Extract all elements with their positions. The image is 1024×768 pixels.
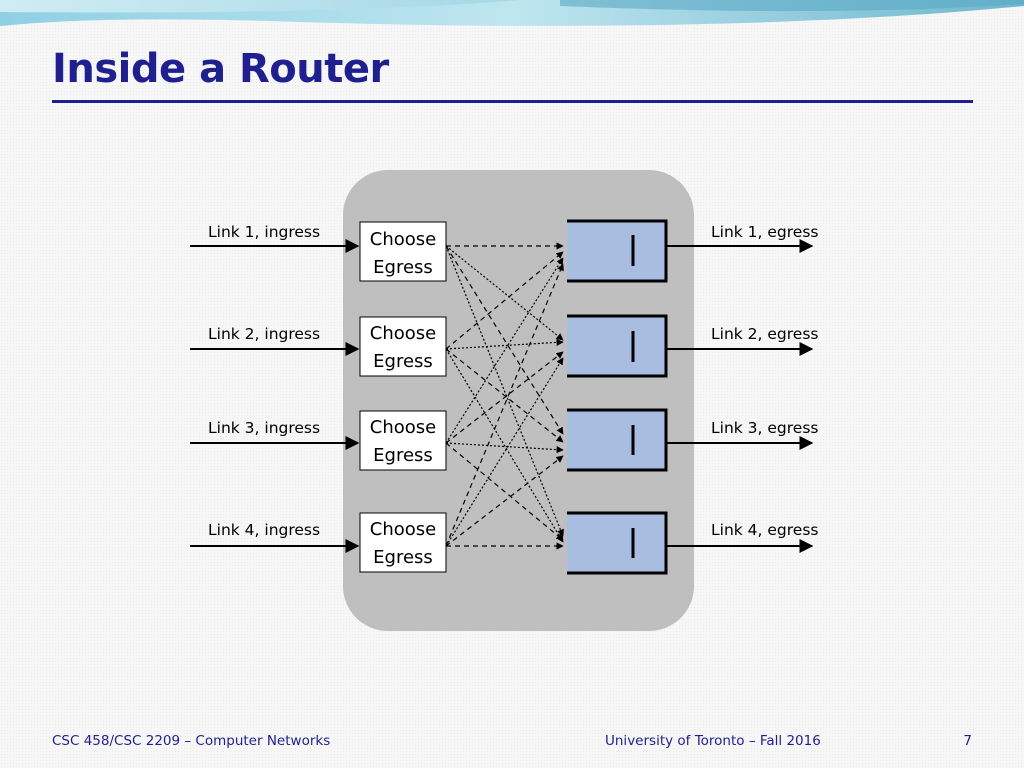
choose-egress-line1-4: Choose	[370, 519, 436, 540]
ingress-label-3: Link 3, ingress	[208, 419, 320, 437]
choose-egress-box-1	[359, 221, 447, 282]
footer-institution: University of Toronto – Fall 2016	[605, 733, 821, 749]
choose-egress-box-2	[359, 316, 447, 377]
port-row-4: Link 4, ingress Choose Egress Link 4, eg…	[190, 511, 818, 575]
output-queue-border-2	[567, 314, 668, 378]
choose-egress-box-4	[359, 512, 447, 573]
ingress-label-4: Link 4, ingress	[208, 521, 320, 539]
choose-egress-line2-1: Egress	[373, 257, 433, 278]
choose-egress-line1-1: Choose	[370, 229, 436, 250]
decorative-header-swoosh	[0, 0, 1024, 26]
egress-label-4: Link 4, egress	[711, 521, 818, 539]
crossbar-connections	[445, 242, 564, 550]
output-queue-border-1	[567, 219, 668, 283]
output-queue-3	[567, 410, 666, 470]
ingress-label-2: Link 2, ingress	[208, 325, 320, 343]
egress-label-1: Link 1, egress	[711, 223, 818, 241]
slide-title: Inside a Router	[52, 46, 389, 92]
ingress-label-1: Link 1, ingress	[208, 223, 320, 241]
output-queue-4	[567, 513, 666, 573]
choose-egress-line2-2: Egress	[373, 351, 433, 372]
choose-egress-line1-3: Choose	[370, 417, 436, 438]
footer-course: CSC 458/CSC 2209 – Computer Networks	[52, 733, 331, 749]
port-row-3: Link 3, ingress Choose Egress Link 3, eg…	[190, 408, 818, 472]
port-row-1: Link 1, ingress Choose Egress Link 1, eg…	[190, 219, 818, 283]
choose-egress-line2-3: Egress	[373, 445, 433, 466]
page-number: 7	[963, 733, 972, 749]
choose-egress-line1-2: Choose	[370, 323, 436, 344]
title-underline	[52, 100, 973, 103]
output-queue-2	[567, 316, 666, 376]
choose-egress-box-3	[359, 410, 447, 471]
egress-label-2: Link 2, egress	[711, 325, 818, 343]
output-queue-border-3	[567, 408, 668, 472]
egress-label-3: Link 3, egress	[711, 419, 818, 437]
output-queue-1	[567, 221, 666, 281]
choose-egress-line2-4: Egress	[373, 547, 433, 568]
output-queue-border-4	[567, 511, 668, 575]
port-row-2: Link 2, ingress Choose Egress Link 2, eg…	[190, 314, 818, 378]
